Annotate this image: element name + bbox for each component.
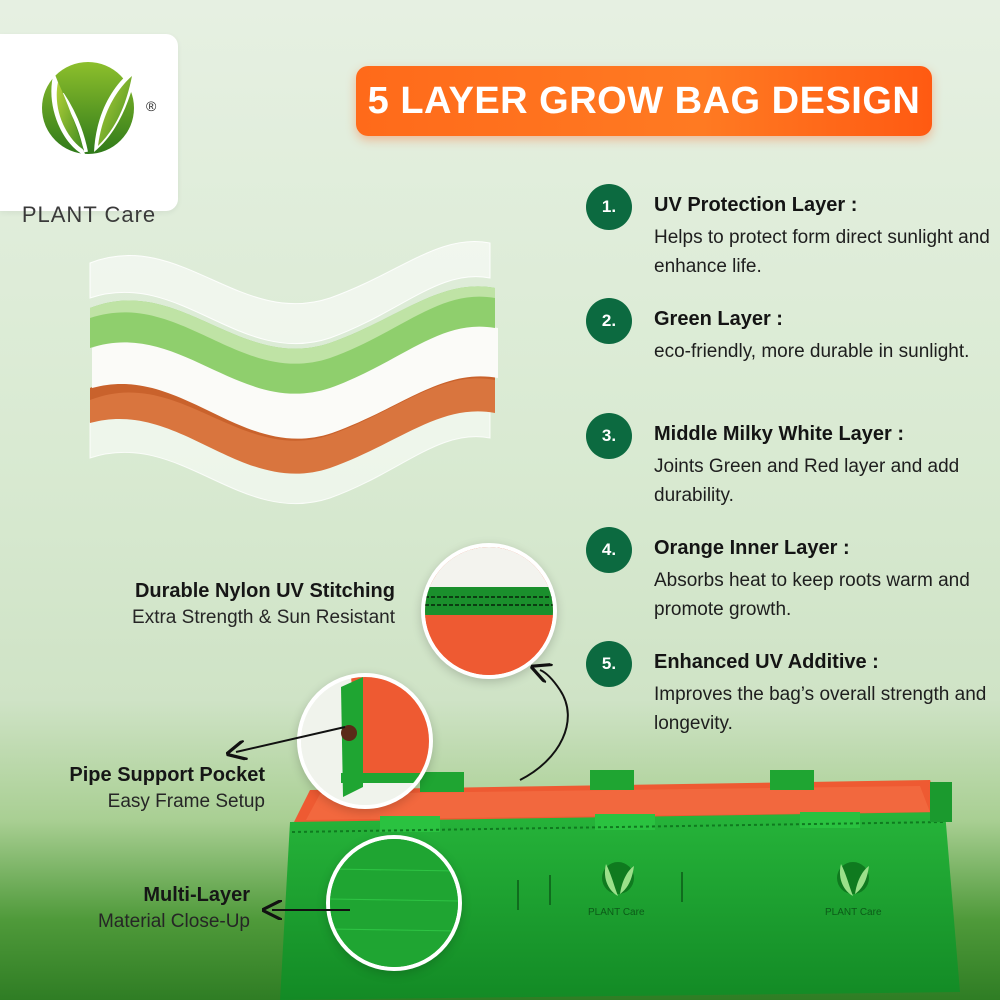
stitching-callout: Durable Nylon UV Stitching Extra Strengt… bbox=[60, 580, 395, 629]
grow-bag-illustration: PLANT Care PLANT Care bbox=[280, 770, 960, 1000]
brand-logo-card: ® PLANT Care bbox=[0, 34, 178, 227]
page-title: 5 LAYER GROW BAG DESIGN bbox=[367, 79, 921, 122]
callout-title: Multi-Layer bbox=[143, 884, 250, 906]
layer-waves-illustration bbox=[89, 241, 498, 505]
layer-title: Enhanced UV Additive : bbox=[654, 651, 879, 673]
leaf-logo-icon bbox=[42, 62, 138, 156]
bag-logo-icon bbox=[602, 862, 634, 896]
callout-title: Pipe Support Pocket bbox=[69, 764, 265, 786]
layer-number-badge: 1. bbox=[586, 184, 632, 230]
layer-title: UV Protection Layer : bbox=[654, 194, 858, 216]
title-banner: 5 LAYER GROW BAG DESIGN bbox=[356, 66, 932, 136]
bag-brand-text: PLANT Care bbox=[588, 907, 645, 918]
layer-number-badge: 4. bbox=[586, 527, 632, 573]
pipe-pocket-closeup-image bbox=[301, 677, 429, 805]
multilayer-closeup-image bbox=[330, 839, 458, 967]
pipe-pocket-callout: Pipe Support Pocket Easy Frame Setup bbox=[20, 764, 265, 813]
wave-layer-uv-protection bbox=[89, 241, 491, 345]
stitching-closeup-image bbox=[425, 547, 553, 675]
multilayer-closeup-circle bbox=[326, 835, 462, 971]
layer-description: Joints Green and Red layer and add durab… bbox=[654, 456, 960, 506]
layer-description: Improves the bag’s overall strength and … bbox=[654, 684, 987, 734]
layer-title: Middle Milky White Layer : bbox=[654, 423, 905, 445]
layer-title: Green Layer : bbox=[654, 308, 783, 330]
layer-description: Helps to protect form direct sunlight an… bbox=[654, 227, 990, 277]
layer-title: Orange Inner Layer : bbox=[654, 537, 850, 559]
bag-logo-icon bbox=[837, 862, 869, 896]
layer-description: eco-friendly, more durable in sunlight. bbox=[654, 341, 970, 362]
callout-subtitle: Extra Strength & Sun Resistant bbox=[132, 607, 395, 628]
pipe-pocket-closeup-circle bbox=[297, 673, 433, 809]
layer-number-badge: 5. bbox=[586, 641, 632, 687]
stitching-closeup-circle bbox=[421, 543, 557, 679]
brand-name: PLANT Care bbox=[21, 202, 157, 227]
callout-subtitle: Material Close-Up bbox=[97, 911, 250, 932]
layer-number-badge: 2. bbox=[586, 298, 632, 344]
layer-description: Absorbs heat to keep roots warm and prom… bbox=[654, 570, 970, 620]
multilayer-callout: Multi-Layer Material Close-Up bbox=[30, 884, 250, 933]
callout-subtitle: Easy Frame Setup bbox=[107, 791, 265, 812]
callout-title: Durable Nylon UV Stitching bbox=[134, 580, 395, 602]
layer-number-badge: 3. bbox=[586, 413, 632, 459]
registered-mark: ® bbox=[146, 98, 157, 114]
bag-brand-text: PLANT Care bbox=[825, 907, 882, 918]
